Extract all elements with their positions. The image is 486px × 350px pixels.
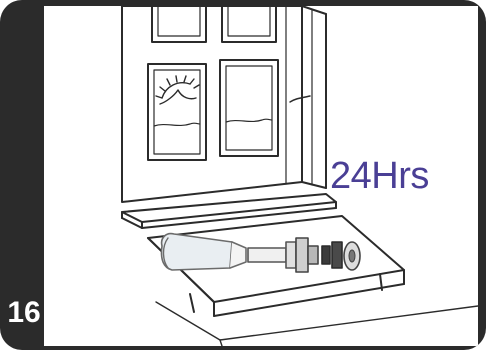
illustration-area: 24Hrs xyxy=(44,6,478,346)
duration-label: 24Hrs xyxy=(330,154,429,198)
step-number: 16 xyxy=(4,296,44,330)
